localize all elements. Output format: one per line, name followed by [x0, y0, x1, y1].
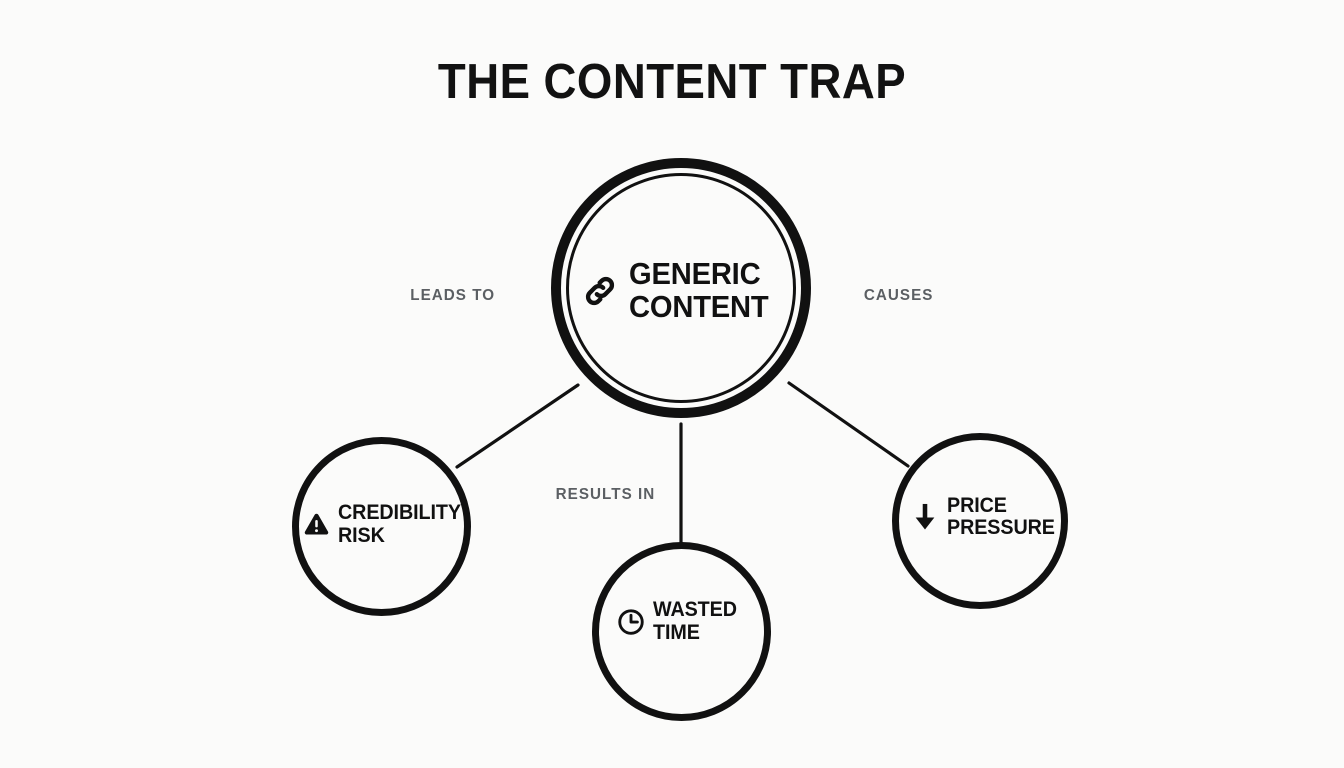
node-price-pressure[interactable]: PRICE PRESSURE: [892, 433, 1068, 609]
edge-label-causes: CAUSES: [863, 287, 934, 304]
edge-label-results-in: RESULTS IN: [555, 486, 656, 503]
page-title: THE CONTENT TRAP: [437, 55, 907, 109]
node-content: PRICE PRESSURE: [910, 493, 1062, 539]
warning-triangle-icon: [304, 513, 329, 535]
node-wasted-time[interactable]: WASTED TIME: [592, 542, 771, 721]
edge-line-leads-to: [455, 383, 580, 469]
node-content: CREDIBILITY RISK: [302, 502, 469, 546]
node-content: WASTED TIME: [616, 599, 742, 643]
chain-link-icon: [586, 276, 615, 306]
node-inner-ring: [566, 173, 796, 403]
node-credibility-risk[interactable]: CREDIBILITY RISK: [292, 437, 471, 616]
edge-label-leads-to: LEADS TO: [410, 287, 496, 304]
node-label-wasted-time: WASTED TIME: [653, 598, 738, 644]
clock-icon: [618, 608, 645, 635]
arrow-down-icon: [915, 503, 935, 530]
node-label-price-pressure: PRICE PRESSURE: [947, 493, 1055, 539]
node-generic-content[interactable]: GENERIC CONTENT: [551, 158, 811, 418]
node-label-credibility-risk: CREDIBILITY RISK: [338, 501, 462, 547]
node-content: GENERIC CONTENT: [580, 258, 777, 323]
node-label-generic-content: GENERIC CONTENT: [629, 256, 769, 324]
edge-line-causes: [787, 381, 910, 468]
